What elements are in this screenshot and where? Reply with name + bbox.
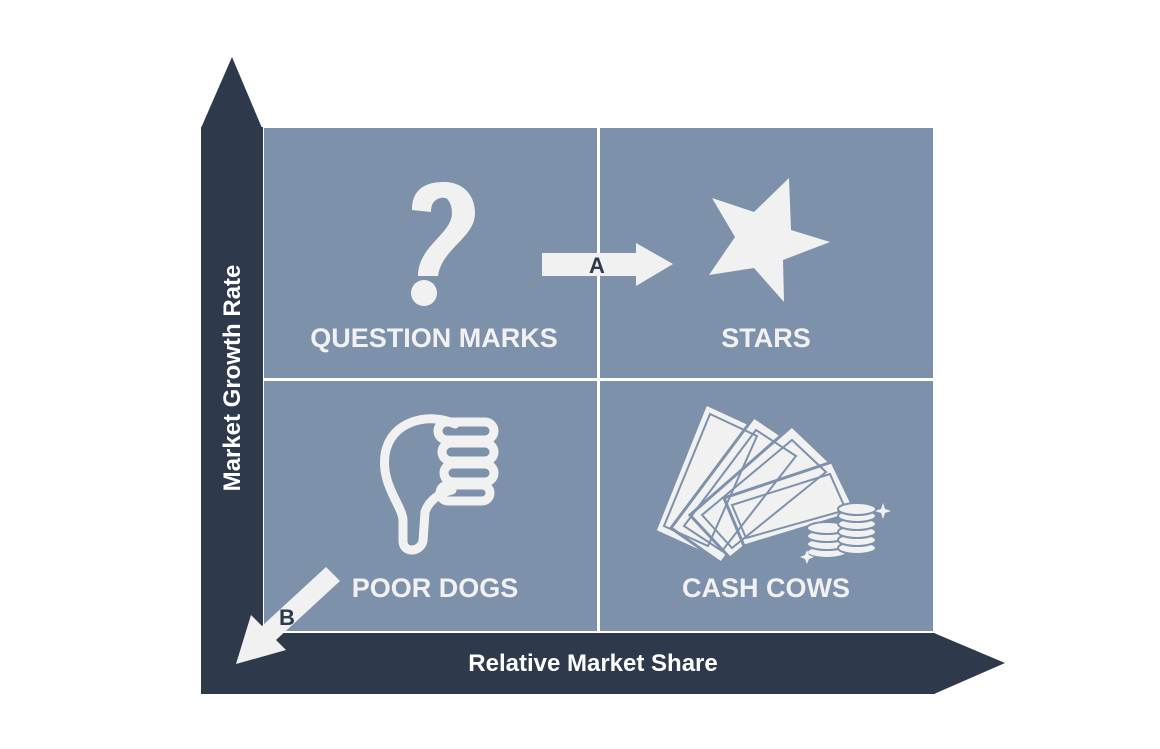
arrow-b-label: B	[279, 605, 295, 630]
y-axis: Market Growth Rate	[201, 57, 263, 694]
star-icon	[709, 178, 830, 302]
money-icon	[653, 401, 891, 566]
y-axis-arrow	[201, 57, 262, 128]
y-axis-bar	[201, 127, 263, 694]
y-axis-label: Market Growth Rate	[219, 265, 246, 492]
x-axis-bar	[201, 633, 935, 694]
arrow-a-label: A	[589, 253, 605, 278]
quadrant-label-cash-cows: CASH COWS	[682, 573, 850, 603]
quadrant-label-stars: STARS	[721, 323, 811, 353]
quadrant-label-poor-dogs: POOR DOGS	[352, 573, 519, 603]
arrow-b: B	[236, 567, 340, 664]
x-axis: Relative Market Share	[201, 633, 1005, 694]
thumbs-down-icon	[380, 414, 499, 555]
x-axis-arrow	[934, 633, 1005, 694]
arrow-a: A	[542, 243, 673, 286]
x-axis-label: Relative Market Share	[468, 650, 717, 677]
question-mark-icon	[411, 182, 475, 306]
quadrant-label-question-marks: QUESTION MARKS	[310, 323, 558, 353]
